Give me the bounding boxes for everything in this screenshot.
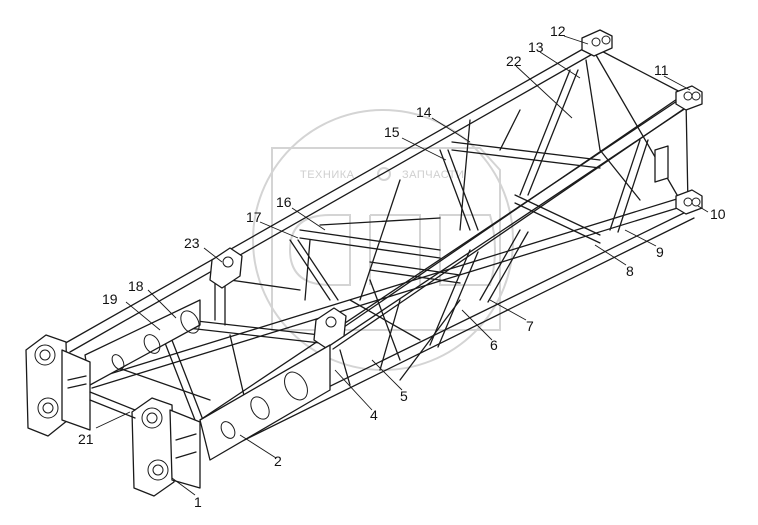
chord-top-back-1 [61, 44, 591, 346]
chord-main-upper-2 [332, 105, 689, 350]
leader-8 [594, 244, 627, 266]
chord-main-upper [324, 96, 681, 341]
watermark-text-2: ЗАПЧАСТИ [402, 169, 464, 181]
leader-12 [563, 35, 589, 45]
chord-top-front-1 [199, 94, 687, 421]
hole-3 [284, 371, 308, 401]
callout-7: 7 [526, 318, 534, 334]
callout-11: 11 [654, 62, 669, 78]
watermark-shield [271, 147, 501, 331]
lug-mid [313, 307, 347, 349]
callout-9: 9 [656, 244, 664, 260]
leader-15 [401, 137, 447, 161]
leader-1 [171, 477, 196, 496]
end-top-cross [589, 44, 687, 96]
callouts: 1 2 4 5 6 7 8 9 10 11 12 13 14 15 16 17 … [78, 23, 726, 510]
leader-14 [431, 117, 471, 143]
callout-18: 18 [128, 278, 144, 294]
end-plate [654, 145, 669, 183]
watermark-gear-icon [377, 167, 391, 181]
leader-16 [291, 207, 326, 231]
callout-16: 16 [276, 194, 292, 210]
callout-23: 23 [184, 235, 200, 251]
lug-23 [209, 247, 243, 289]
leader-5 [371, 359, 403, 391]
callout-5: 5 [400, 388, 408, 404]
chord-top-back-2 [69, 51, 597, 353]
chord-bottom-front-2 [213, 217, 695, 456]
leader-2 [239, 434, 277, 459]
leader-10 [697, 205, 709, 213]
callout-14: 14 [416, 104, 432, 120]
leader-4 [334, 369, 373, 411]
callout-15: 15 [384, 124, 400, 140]
watermark-ring [252, 109, 514, 371]
end-vert-back [585, 59, 601, 151]
leader-21 [95, 411, 131, 429]
callout-2: 2 [274, 453, 282, 469]
callout-6: 6 [490, 337, 498, 353]
hole-2 [250, 396, 270, 420]
callout-4: 4 [370, 407, 378, 423]
callout-10: 10 [710, 206, 726, 222]
leader-7 [489, 299, 527, 321]
upper-chords [61, 44, 693, 429]
heel-plate-back [25, 334, 91, 437]
hole-1 [220, 421, 236, 439]
callout-12: 12 [550, 23, 566, 39]
callout-19: 19 [102, 291, 118, 307]
leader-13 [539, 51, 581, 79]
lug-12 [581, 29, 613, 57]
watermark-text-1: ТЕХНИКА [300, 169, 355, 181]
lug-10 [675, 189, 703, 215]
watermark: ТЕХНИКА ЗАПЧАСТИ [252, 109, 514, 371]
callout-1: 1 [194, 494, 202, 510]
leader-9 [624, 229, 657, 247]
leader-6 [461, 309, 493, 341]
right-end-frame [581, 29, 703, 215]
leader-18 [147, 289, 177, 319]
callout-22: 22 [506, 53, 522, 69]
leader-23 [203, 247, 223, 263]
callout-13: 13 [528, 39, 544, 55]
watermark-letter-p [369, 214, 421, 285]
chord-bottom-back-1 [89, 197, 681, 381]
heel-tie [89, 399, 136, 419]
watermark-letter-o [439, 214, 496, 286]
callout-21: 21 [78, 431, 94, 447]
leader-11 [663, 75, 691, 91]
watermark-letter-e [288, 214, 351, 286]
side-plate [199, 344, 331, 461]
lattice-diagonals [109, 69, 649, 421]
heel-plate-front [131, 397, 201, 497]
leader-19 [125, 301, 161, 331]
leader-22 [515, 65, 573, 119]
end-vertical [685, 99, 689, 206]
callout-8: 8 [626, 263, 634, 279]
leader-17 [259, 221, 299, 239]
lug-11 [675, 85, 703, 111]
leader-lines [95, 35, 709, 496]
callout-17: 17 [246, 209, 262, 225]
